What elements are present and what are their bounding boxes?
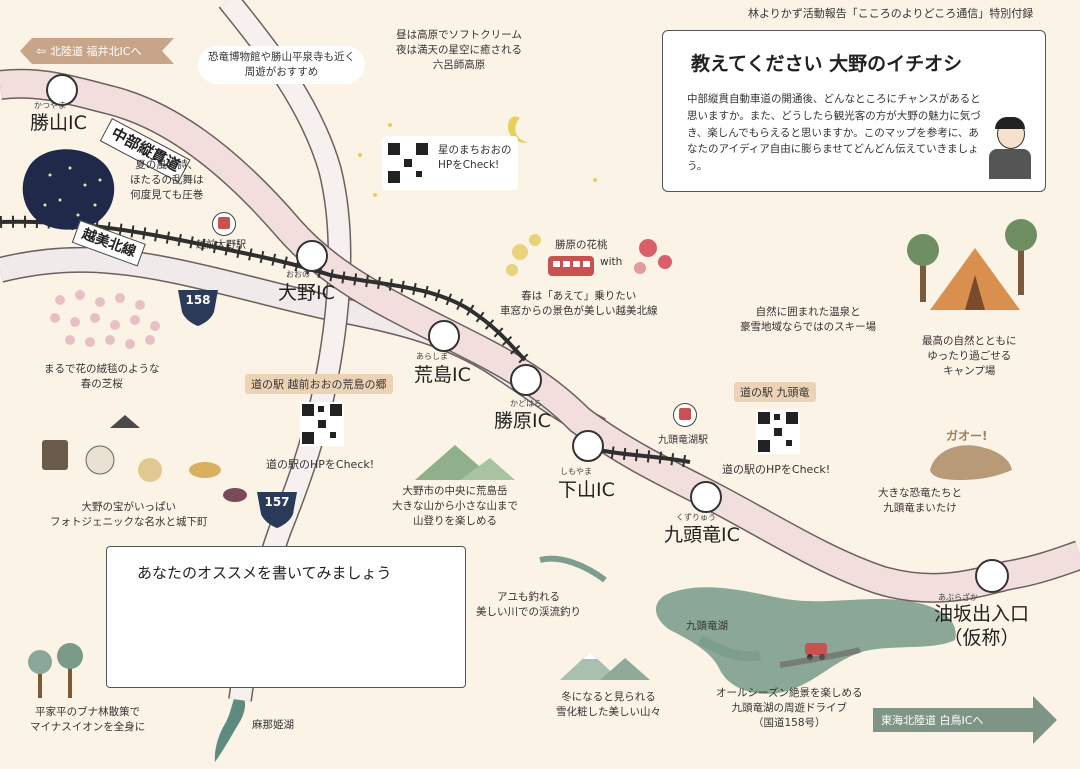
spot-dinosaur-museum: 恐竜博物館や勝山平泉寺も近く 周遊がおすすめ xyxy=(198,46,365,85)
spot-arashimadake: 大野市の中央に荒島岳 大きな山から小さな山まで 山登りを楽しめる xyxy=(392,485,518,528)
asunahime-lake xyxy=(214,690,246,762)
ic-ruby-arashima: あらしま xyxy=(416,352,448,361)
spot-onsen-ski: 自然に囲まれた温泉と 豪雪地域ならではのスキー場 xyxy=(740,306,877,334)
direction-sign-fukui-kita: ⇦ 北陸道 福井北ICへ xyxy=(20,38,174,64)
spot-camp: 最高の自然とともに ゆったり過ごせる キャンプ場 xyxy=(922,335,1017,378)
train-illustration xyxy=(548,256,594,276)
direction-sign-shirotori-label: 東海北陸道 白鳥ICへ xyxy=(881,714,984,727)
castle-town-illustration xyxy=(42,415,247,502)
spot-shibazakura: まるで花の絨毯のような 春の芝桜 xyxy=(44,363,160,391)
michinoeki-kuzuryu-tag: 道の駅 九頭竜 xyxy=(734,382,816,402)
ic-ruby-katsuyama: かつやま xyxy=(34,101,66,110)
dinosaur-illustration xyxy=(930,445,1012,480)
ic-ruby-shimoyama: しもやま xyxy=(560,467,592,476)
ic-label-aburasaka: 油坂出入口 （仮称） xyxy=(934,603,1030,649)
shibazakura-flowers xyxy=(50,290,160,349)
header-note: 林よりかず活動報告「こころのよりどころ通信」特別付録 xyxy=(748,7,1034,20)
ic-marker-ono xyxy=(296,240,328,272)
ic-marker-katsuyama xyxy=(46,74,78,106)
ic-label-katsuyama: 勝山IC xyxy=(30,112,87,134)
ic-ruby-kuzuryu: くずりゅう xyxy=(676,513,716,522)
ic-ruby-ono: おおの xyxy=(286,270,310,279)
hoshi-hp-text: 星のまちおおの HPをCheck! xyxy=(438,144,512,172)
arrow-left-icon: ⇦ xyxy=(36,44,47,58)
write-box-prompt: あなたのオススメを書いてみましょう xyxy=(137,564,392,582)
snow-mountains xyxy=(560,652,650,680)
firefly-night-sky xyxy=(22,149,115,230)
river xyxy=(539,555,607,583)
direction-sign-shirotori: 東海北陸道 白鳥ICへ xyxy=(873,696,1057,744)
station-echizen-ono: 越前大野駅 xyxy=(196,240,246,251)
intro-card: 教えてください 大野のイチオシ 中部縦貫自動車道の開通後、どんなところにチャンス… xyxy=(662,30,1046,192)
spot-rokuroshi: 昼は高原でソフトクリーム 夜は満天の星空に癒される 六呂師高原 xyxy=(396,29,522,72)
ic-marker-aburasaka xyxy=(975,559,1009,593)
kuzuryu-lake xyxy=(655,587,956,694)
ic-label-arashima: 荒島IC xyxy=(414,364,471,386)
spot-etsumi-line: 春は「あえて」乗りたい 車窓からの景色が美しい越美北線 xyxy=(500,290,658,318)
spot-ayu: アユも釣れる 美しい川での渓流釣り xyxy=(476,591,581,619)
spot-fireflies: 夏の風物詩、 ほたるの乱舞は 何度見ても圧巻 xyxy=(130,159,204,202)
write-box[interactable]: あなたのオススメを書いてみましょう xyxy=(106,546,466,688)
michinoeki-kuzuryu-hp: 道の駅のHPをCheck! xyxy=(722,463,831,476)
station-kuzuryuko: 九頭竜湖駅 xyxy=(658,435,708,446)
train-icon-kuzuryuko xyxy=(673,403,697,427)
peach-flowers xyxy=(506,234,672,276)
route157-shield-shape xyxy=(257,492,297,528)
arashima-mountain xyxy=(415,445,515,480)
spot-snow-mountains: 冬になると見られる 雪化粧した美しい山々 xyxy=(556,691,661,719)
route158-shield: 158 xyxy=(185,293,211,307)
camp-illustration xyxy=(907,219,1037,310)
ic-ruby-kadohara: かどはら xyxy=(510,399,542,408)
spot-with-label: with xyxy=(600,256,623,268)
spot-kuzuryu-lake: 九頭竜湖 xyxy=(686,620,728,632)
person-illustration xyxy=(989,117,1033,179)
ic-label-kadohara: 勝原IC xyxy=(494,410,551,432)
michinoeki-arashima-tag: 道の駅 越前おおの荒島の郷 xyxy=(245,374,393,394)
spot-asunahime: 麻那姫湖 xyxy=(252,719,294,731)
train-icon-echizen-ono xyxy=(212,212,236,236)
michinoeki-arashima-hp: 道の駅のHPをCheck! xyxy=(266,458,375,471)
ic-marker-kuzuryu xyxy=(690,481,722,513)
qr-code-arashima[interactable] xyxy=(300,402,344,446)
ic-label-ono: 大野IC xyxy=(278,282,335,304)
spot-drive: オールシーズン絶景を楽しめる 九頭竜湖の周遊ドライブ （国道158号） xyxy=(716,687,863,730)
ic-marker-arashima xyxy=(428,320,460,352)
ic-ruby-aburasaka: あぶらざか xyxy=(938,593,978,602)
ic-label-kuzuryu: 九頭竜IC xyxy=(664,524,740,546)
ic-label-shimoyama: 下山IC xyxy=(558,479,615,501)
qr-code-kuzuryu[interactable] xyxy=(756,410,800,454)
beech-trees xyxy=(28,643,83,698)
route157-shield: 157 xyxy=(264,495,290,509)
ic-marker-shimoyama xyxy=(572,430,604,462)
dinosaur-sign-text: ガオー! xyxy=(946,429,988,443)
spot-kadohara-peach: 勝原の花桃 xyxy=(555,239,608,251)
route158-shield-shape xyxy=(178,290,218,326)
hoshi-qr-card: 星のまちおおの HPをCheck! xyxy=(382,136,518,190)
direction-sign-fukui-kita-label: 北陸道 福井北ICへ xyxy=(50,45,142,58)
intro-title: 教えてください 大野のイチオシ xyxy=(691,53,963,75)
spot-buna: 平家平のブナ林散策で マイナスイオンを全身に xyxy=(30,706,146,734)
ic-marker-kadohara xyxy=(510,364,542,396)
spot-dinosaurs: 大きな恐竜たちと 九頭竜まいたけ xyxy=(878,487,962,515)
spot-castle-town: 大野の宝がいっぱい フォトジェニックな名水と城下町 xyxy=(50,501,208,529)
qr-code-hoshi[interactable] xyxy=(386,141,430,185)
intro-body: 中部縦貫自動車道の開通後、どんなところにチャンスがあると思いますか。また、どうし… xyxy=(687,93,981,173)
